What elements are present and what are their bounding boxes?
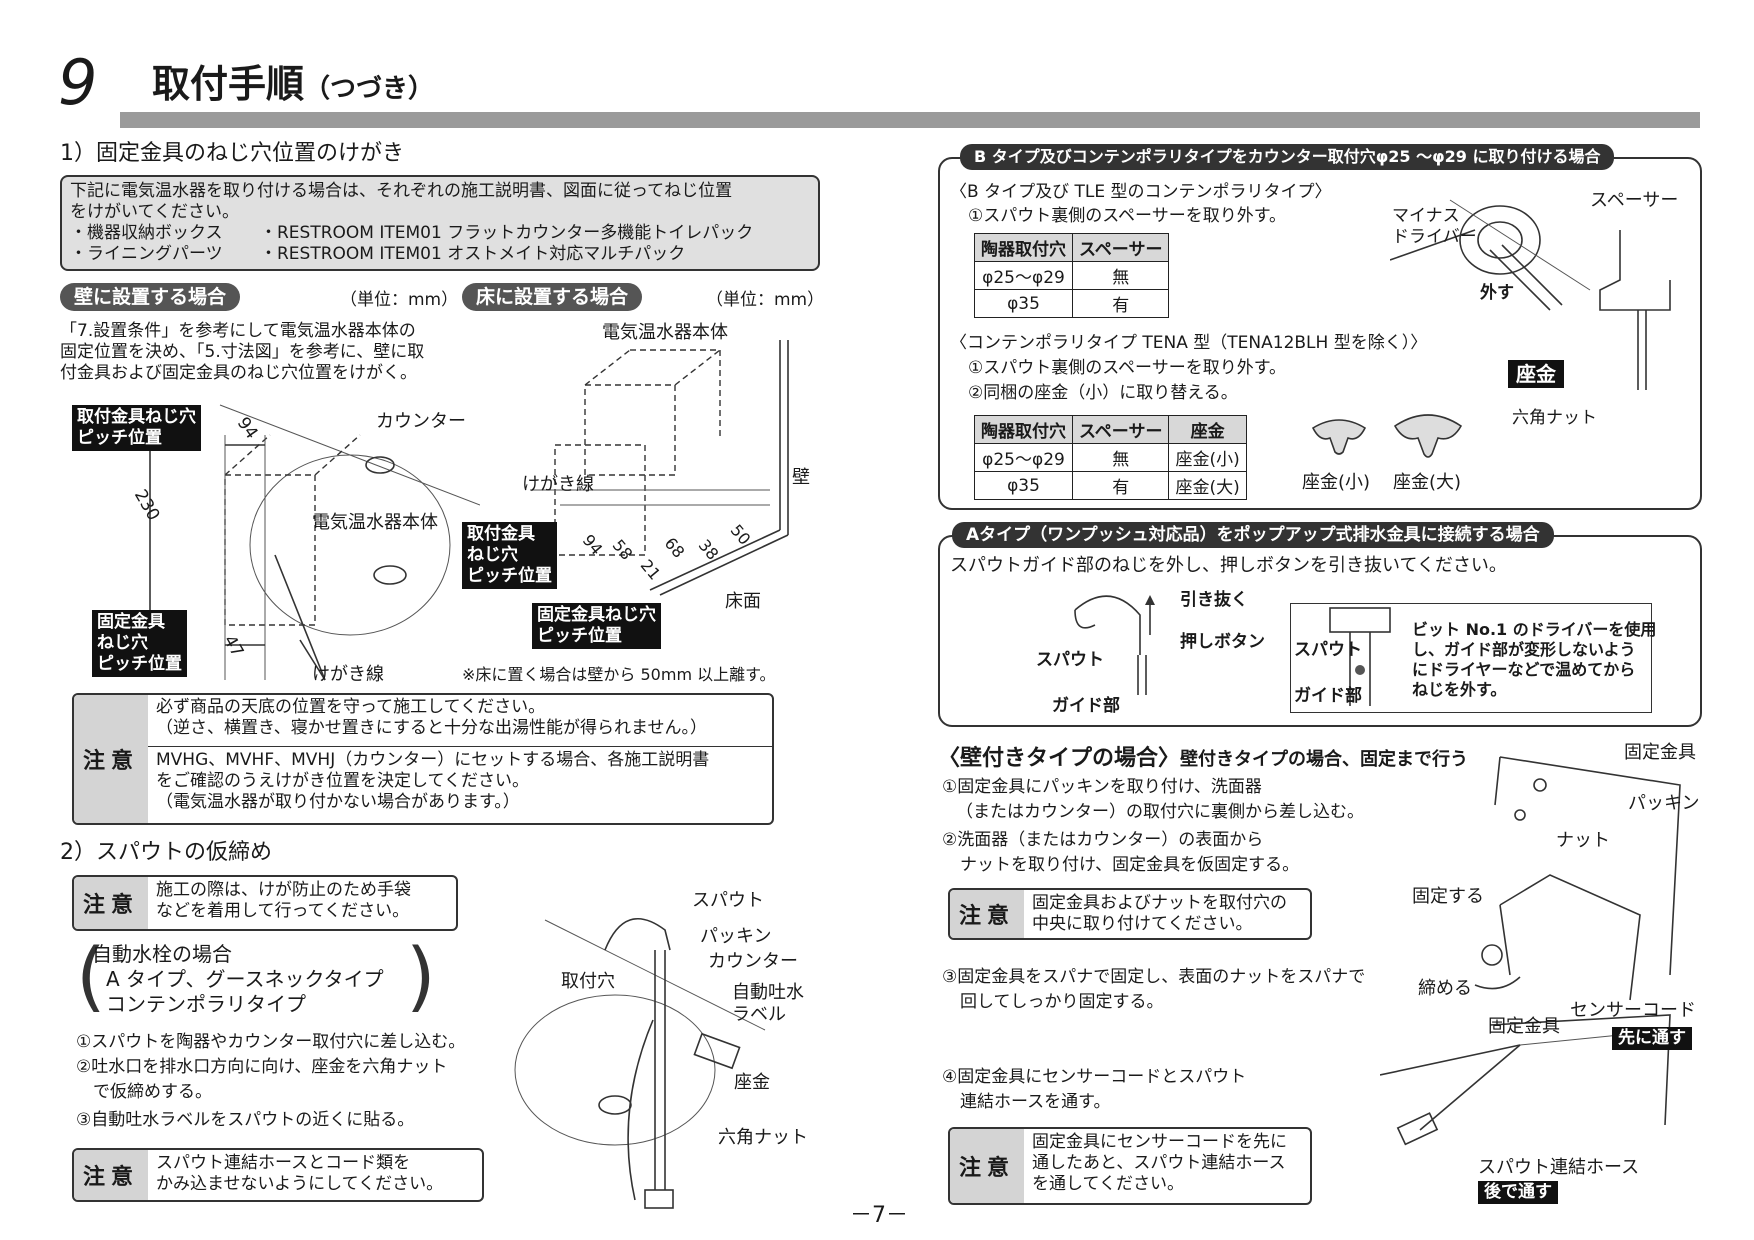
wall-install-diagram [149, 404, 480, 681]
floor-install-diagram [530, 340, 789, 596]
wall-step1: ①固定金具にパッキンを取り付け、洗面器 （またはカウンター）の取付穴に裏側から差… [942, 777, 1364, 822]
first-tag: 先に通す [1612, 1027, 1692, 1050]
wall-install-pill: 壁に設置する場合 [60, 283, 241, 311]
page-title: 取付手順（つづき） [152, 62, 435, 106]
floor-install-pill: 床に設置する場合 [462, 283, 643, 311]
mount-hole-label: 取付穴 [561, 971, 615, 992]
driver-note: ビット No.1 のドライバーを使用し、ガイド部が変形しないようにドライヤーなど… [1412, 620, 1657, 699]
guide-detail-diagram [1329, 607, 1391, 706]
tighten-label: 締める [1418, 978, 1472, 999]
spout-steps: ①スパウトを陶器やカウンター取付穴に差し込む。 ②吐水口を排水口方向に向け、座金… [76, 1032, 466, 1130]
caution-box-gloves: 注意 施工の際は、けが防止のため手袋などを着用して行ってください。 [72, 875, 458, 931]
after-tag: 後で通す [1478, 1181, 1558, 1204]
auto-label-label: 自動吐水ラベル [732, 982, 804, 1025]
intro-list-row1: ・機器収納ボックス・RESTROOM ITEM01 フラットカウンター多機能トイ… [70, 223, 754, 243]
spout-label-a: スパウト [1036, 650, 1104, 670]
counter-label: カウンター [708, 951, 798, 972]
body-label-wall: 電気温水器本体 [312, 512, 438, 533]
washer-small-label: 座金(小) [1302, 472, 1371, 493]
intro-list-row2: ・ライニングパーツ・RESTROOM ITEM01 オストメイト対応マルチパック [70, 244, 686, 264]
spout-hose-label: スパウト連結ホース [1478, 1157, 1640, 1178]
caution-label: 注意 [74, 695, 148, 823]
spacer-removal-diagram [1390, 199, 1671, 390]
panel-a-title: Aタイプ（ワンプッシュ対応品）をポップアップ式排水金具に接続する場合 [952, 522, 1554, 548]
panel-a-desc: スパウトガイド部のねじを外し、押しボタンを引き抜いてください。 [950, 555, 1507, 576]
fix-pitch-label-floor: 固定金具ねじ穴ピッチ位置 [532, 603, 661, 649]
caution-box-main: 注意 必ず商品の天底の位置を守って施工してください。 （逆さ、横置き、寝かせ置き… [72, 693, 774, 825]
caution-item1: 必ず商品の天底の位置を守って施工してください。 （逆さ、横置き、寝かせ置きにする… [148, 695, 772, 747]
section2-heading: 2）スパウトの仮締め [60, 840, 272, 865]
caution-box-sensor: 注意 固定金具にセンサーコードを先に通したあと、スパウト連結ホースを通してくださ… [948, 1127, 1312, 1205]
fixing-label: 固定する [1412, 886, 1484, 907]
guide-detail-box [1290, 603, 1652, 713]
panel-b-step2a: ①スパウト裏側のスペーサーを取り外す。 [968, 358, 1287, 378]
guide-label-a: ガイド部 [1052, 696, 1120, 716]
caution-box-hose: 注意 スパウト連結ホースとコード類をかみ込ませないようにしてください。 [72, 1148, 484, 1202]
hex-nut-label: 六角ナット [718, 1127, 808, 1148]
push-button-label: 押しボタン [1180, 632, 1265, 652]
intro-box: 下記に電気温水器を取り付ける場合は、それぞれの施工説明書、図面に従ってねじ位置 … [60, 175, 820, 271]
caution-item2: MVHG、MVHF、MVHJ（カウンター）にセットする場合、各施工説明書 をご確… [156, 750, 710, 812]
spacer-label: スペーサー [1590, 190, 1679, 211]
washer-small-icon [1311, 419, 1367, 455]
washer-large-label: 座金(大) [1393, 472, 1462, 493]
section-number: 9 [58, 46, 98, 119]
remove-label: 外す [1480, 283, 1514, 303]
washer-tag: 座金 [1508, 360, 1564, 388]
kegaki-label-wall: けがき線 [312, 664, 384, 685]
washer-label: 座金 [734, 1072, 770, 1093]
panel-b-step2b: ②同梱の座金（小）に取り替える。 [968, 383, 1238, 403]
minus-driver-label: マイナスドライバー [1392, 206, 1477, 247]
wall-label-floor: 壁 [792, 467, 810, 488]
mount-pitch-label-floor: 取付金具ねじ穴ピッチ位置 [462, 522, 557, 589]
wall-description: 「7.設置条件」を参考にして電気温水器本体の 固定位置を決め、「5.寸法図」を参… [60, 321, 425, 383]
wall-type-heading: 〈壁付きタイプの場合〉壁付きタイプの場合、固定まで行う [938, 746, 1469, 771]
pitch-label-wall: 取付金具ねじ穴ピッチ位置 [72, 405, 201, 451]
wall-step3: ③固定金具をスパナで固定し、表面のナットをスパナで 回してしっかり固定する。 [942, 967, 1366, 1012]
pull-label: 引き抜く [1180, 590, 1248, 610]
packing-label-right: パッキン [1628, 793, 1700, 814]
nut-label-right: ナット [1556, 830, 1610, 851]
spout-label: スパウト [692, 890, 764, 911]
intro-line2: をけがいてください。 [70, 202, 239, 222]
page-number: －7－ [850, 1203, 908, 1228]
wall-step2: ②洗面器（またはカウンター）の表面から ナットを取り付け、固定金具を仮固定する。 [942, 830, 1300, 875]
page-title-suffix: （つづき） [304, 74, 435, 104]
guide-label-a2: ガイド部 [1294, 686, 1362, 706]
wall-unit: （単位：mm） [340, 290, 459, 310]
caution-box-center: 注意 固定金具およびナットを取付穴の中央に取り付けてください。 [948, 888, 1312, 940]
panel-b-sub2: 〈コンテンポラリタイプ TENA 型（TENA12BLH 型を除く）〉 [950, 333, 1428, 353]
spout-install-diagram [514, 918, 766, 1209]
title-rule [120, 112, 1700, 128]
washer-large-icon [1393, 414, 1463, 458]
intro-line1: 下記に電気温水器を取り付ける場合は、それぞれの施工説明書、図面に従ってねじ位置 [70, 181, 733, 201]
fix-label-right2: 固定金具 [1488, 1016, 1560, 1037]
fix-label-wall: 固定金具ねじ穴ピッチ位置 [92, 610, 187, 677]
panel-b-sub1: 〈B タイプ及び TLE 型のコンテンポラリタイプ〉 [950, 182, 1332, 202]
wall-fixing-diagram [1380, 756, 1681, 1146]
panel-b-title: B タイプ及びコンテンポラリタイプをカウンター取付穴φ25 ～φ29 に取り付け… [960, 144, 1615, 170]
body-label-floor: 電気温水器本体 [602, 322, 728, 343]
fix-label-right: 固定金具 [1624, 742, 1696, 763]
counter-label-wall: カウンター [376, 411, 466, 432]
spout-label-a2: スパウト [1294, 640, 1362, 660]
floor-note: ※床に置く場合は壁から 50mm 以上離す。 [462, 665, 776, 684]
floor-surface-label: 床面 [725, 591, 761, 612]
panel-b-step1: ①スパウト裏側のスペーサーを取り外す。 [968, 206, 1287, 226]
packing-label: パッキン [700, 926, 772, 947]
hex-nut-label-b: 六角ナット [1512, 408, 1597, 428]
floor-unit: （単位：mm） [706, 290, 825, 310]
auto-faucet-bracket: ( ) 自動水栓の場合 A タイプ、グースネックタイプ コンテンポラリタイプ [76, 931, 436, 1020]
section1-heading: 1）固定金具のねじ穴位置のけがき [60, 141, 404, 166]
kegaki-label-floor: けがき線 [522, 474, 594, 495]
push-button-diagram [1074, 595, 1155, 695]
sensor-cord-label: センサーコード [1570, 1000, 1696, 1021]
wall-step4: ④固定金具にセンサーコードとスパウト 連結ホースを通す。 [942, 1067, 1247, 1112]
